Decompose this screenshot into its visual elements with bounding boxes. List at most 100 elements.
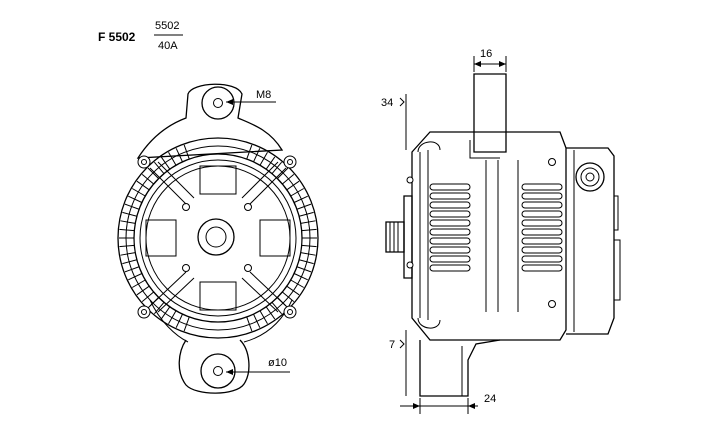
fin [175,148,183,163]
fin [246,144,253,160]
side-fin [429,228,471,236]
fin [153,302,165,315]
shaft [385,221,405,253]
fin [153,161,165,174]
fin [122,259,137,265]
fin [290,188,304,197]
fin [128,273,143,281]
fin [296,203,312,210]
side-fin [521,219,563,227]
bottom-ear [419,339,501,397]
fin [286,285,300,296]
bottom-mount-hole [213,366,223,376]
fin [120,252,136,256]
fin [183,144,190,160]
fin [132,279,146,288]
housing-outer [117,137,319,339]
side-fin [429,264,471,272]
fin [160,306,171,320]
part-number: 5502 [155,20,179,32]
side-fin [429,210,471,218]
fin [119,228,135,232]
side-fin [521,201,563,209]
fin [265,306,276,320]
fin [168,152,177,166]
fin [253,148,261,163]
side-fin [429,219,471,227]
fin [147,167,159,179]
fin [136,285,150,296]
fin [168,310,177,324]
fin [290,279,304,288]
top-mount-label: M8 [256,89,271,101]
fin [293,273,308,281]
side-fin [521,192,563,200]
fin [259,152,268,166]
fin [120,220,136,224]
fin [293,195,308,203]
side-fin [521,246,563,254]
top-mount-hole [213,98,223,108]
fin [300,220,316,224]
bolt-lug [283,155,297,169]
top-mount-boss [201,86,235,120]
shaft-bore [205,226,227,248]
rear-cover [566,147,615,335]
fin [183,316,190,332]
side-fin [521,264,563,272]
fin [282,291,295,303]
amperage: 40A [158,40,178,52]
fin [246,316,253,332]
dim-top-offset: 34 [381,97,393,109]
fin [122,211,137,217]
center-hub [197,218,235,256]
side-fin [521,228,563,236]
side-fin [521,255,563,263]
cooling-fins-left [429,183,471,272]
side-fin [429,237,471,245]
fin [301,244,317,248]
fin [141,173,154,185]
fin [271,302,283,315]
cooling-fins-right [521,183,563,272]
model-number: F 5502 [98,30,136,44]
fin [259,310,268,324]
housing-inner [133,153,303,323]
side-fin [521,183,563,191]
bottom-mount-boss [200,353,236,389]
top-ear [473,73,507,153]
fin [277,167,289,179]
cooling-fins [119,144,317,332]
terminal-boss [575,162,605,192]
side-fin [521,237,563,245]
side-fin [429,255,471,263]
fin [299,259,314,265]
dim-bottom-offset: 7 [389,339,395,351]
dim-top-width: 16 [480,48,492,60]
fin [265,156,276,170]
fin [124,266,140,273]
fin [124,203,140,210]
fin [286,180,300,191]
fin [119,244,135,248]
side-fin [429,201,471,209]
fin [132,188,146,197]
fin [300,252,316,256]
fin [141,291,154,303]
fin [253,313,261,328]
fin [160,156,171,170]
dim-bottom-width: 24 [484,393,496,405]
bolt-lug [137,305,151,319]
fin [128,195,143,203]
fin [271,161,283,174]
front-housing [411,131,567,341]
fin [296,266,312,273]
side-view [385,56,621,414]
fin [136,180,150,191]
front-view [117,83,319,394]
fin [282,173,295,185]
side-fin [429,183,471,191]
side-fin [429,192,471,200]
fin [301,228,317,232]
